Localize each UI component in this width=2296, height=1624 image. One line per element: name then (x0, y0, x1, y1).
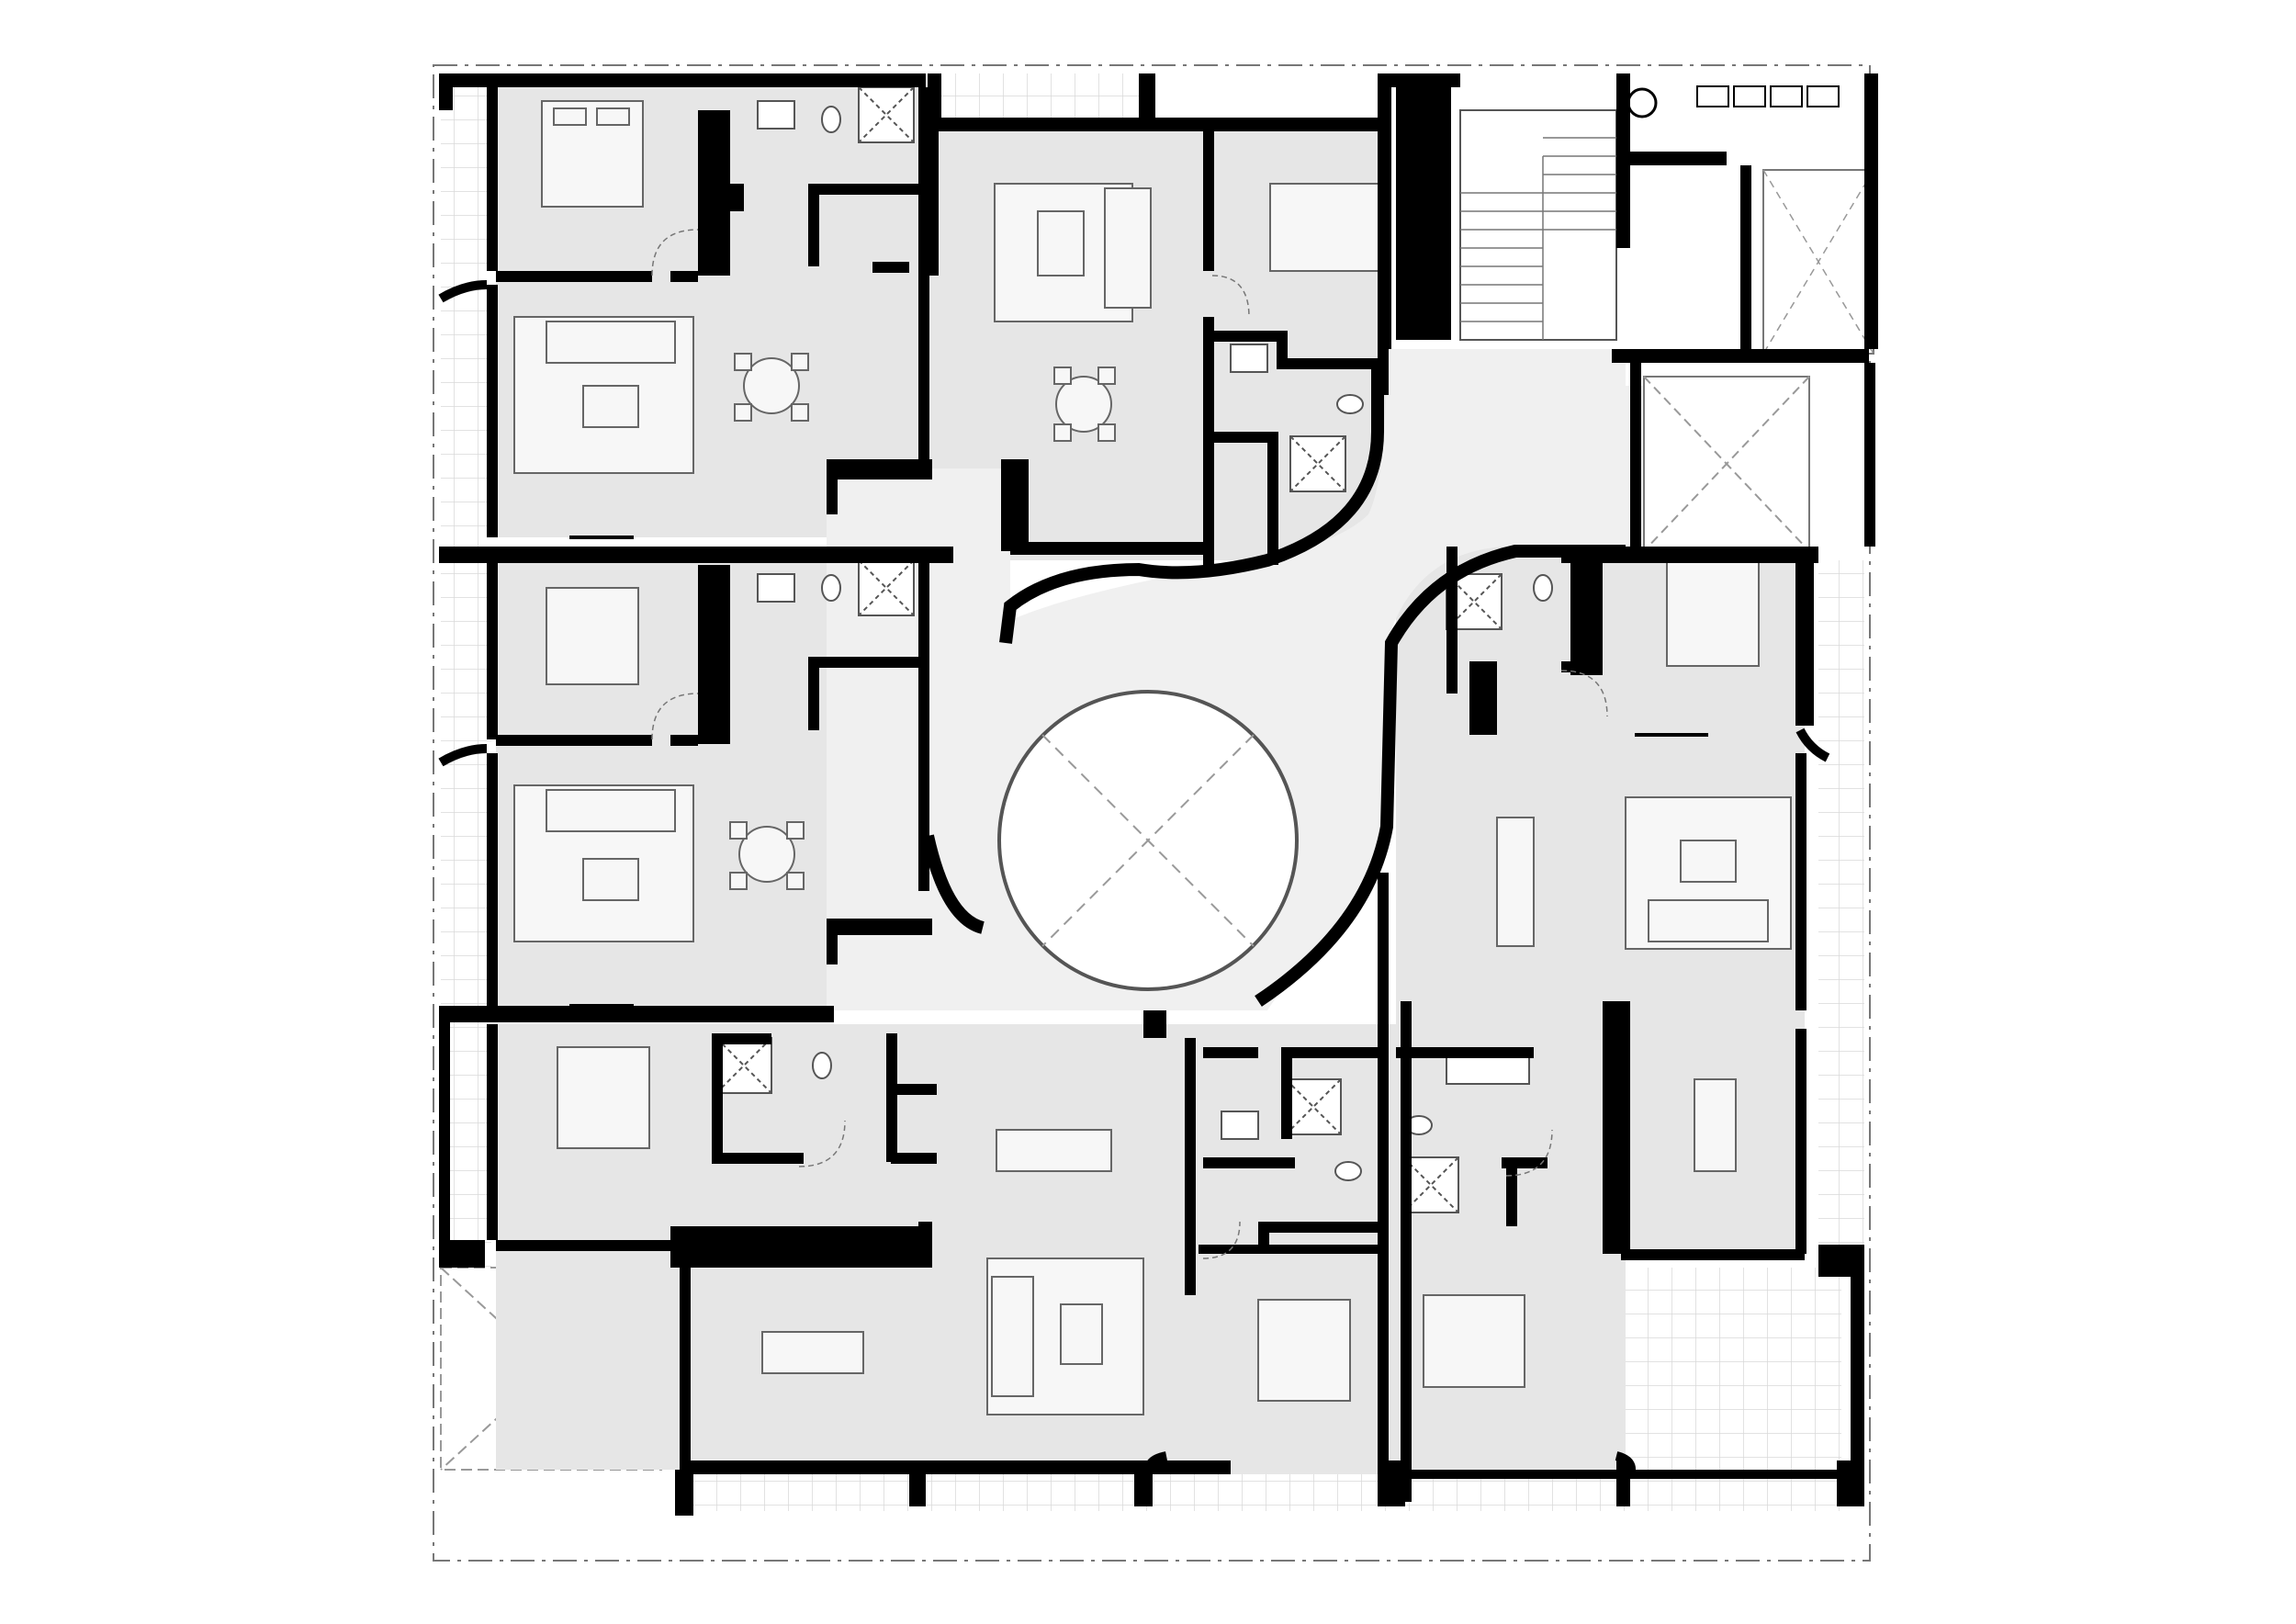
bed-icon (546, 587, 639, 685)
furniture (513, 100, 1792, 1415)
toilet-icon (1336, 394, 1364, 414)
bed-icon (1257, 1299, 1351, 1402)
bed-icon (1269, 183, 1381, 272)
bed-icon (1423, 1294, 1525, 1388)
site-boundary (433, 64, 1871, 1562)
bed-icon (1666, 559, 1760, 667)
shower-icon (1285, 1078, 1342, 1135)
sink-icon (1230, 344, 1268, 373)
dining-table-icon (761, 1331, 864, 1374)
toilet-icon (821, 574, 841, 602)
toilet-icon (1334, 1161, 1362, 1181)
dining-table-icon (738, 826, 795, 883)
stair (1459, 109, 1617, 341)
shower-icon (858, 559, 915, 616)
toilet-icon (821, 106, 841, 133)
toilet-icon (812, 1052, 832, 1079)
sink-icon (1221, 1111, 1259, 1140)
kitchen-island-icon (996, 1129, 1112, 1172)
sink-icon (757, 573, 795, 603)
sink-icon (1446, 1055, 1530, 1085)
dining-table-icon (1694, 1078, 1737, 1172)
sink-icon (757, 100, 795, 130)
shower-icon (858, 86, 915, 143)
unit-se (1396, 1047, 1626, 1474)
bed-icon (557, 1046, 650, 1149)
toilet-icon (1533, 574, 1553, 602)
curved-walls (438, 280, 1830, 1477)
walls (439, 73, 1878, 1516)
dining-table-icon (743, 357, 800, 414)
atrium (997, 690, 1299, 991)
drain-icon (1626, 87, 1658, 118)
windows (551, 278, 1708, 1008)
door-swings (651, 229, 1608, 1259)
shower-icon (1289, 435, 1346, 492)
kitchen-island-icon (1496, 817, 1535, 947)
dining-table-icon (1055, 376, 1112, 433)
